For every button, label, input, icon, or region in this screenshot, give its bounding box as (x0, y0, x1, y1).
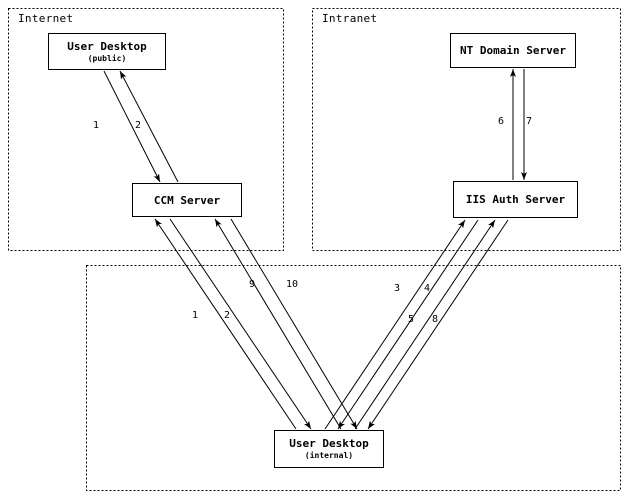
edge-3-line (324, 219, 466, 430)
node-ccm-server-title: CCM Server (153, 193, 221, 207)
edge-2b-line (169, 218, 312, 430)
edge-10-line (230, 218, 358, 430)
zone-internal-border (86, 265, 621, 491)
edge-label-3: 3 (394, 283, 401, 294)
edge-4-line (337, 219, 479, 430)
edge-label-1: 1 (93, 120, 100, 131)
node-iis-auth-server[interactable]: IIS Auth Server (453, 181, 578, 218)
node-iis-auth-server-title: IIS Auth Server (465, 193, 566, 206)
zone-label-intranet: Intranet (322, 12, 378, 25)
node-user-desktop-internal-subtitle: (internal) (304, 451, 354, 460)
edge-label-5: 5 (408, 314, 415, 325)
node-nt-domain-server[interactable]: NT Domain Server (450, 33, 576, 68)
edge-label-1b: 1 (192, 310, 199, 321)
edge-8-line (367, 219, 509, 430)
node-user-desktop-public[interactable]: User Desktop (public) (48, 33, 166, 70)
edge-5-line (354, 219, 496, 430)
edge-label-10: 10 (286, 279, 299, 290)
node-user-desktop-public-subtitle: (public) (87, 53, 127, 63)
edge-2-line (119, 70, 179, 183)
zone-internet-border (8, 8, 284, 251)
zone-label-internet: Internet (18, 12, 74, 25)
edge-label-6: 6 (498, 116, 505, 127)
node-nt-domain-server-title: NT Domain Server (460, 44, 566, 57)
node-user-desktop-internal-title: User Desktop (289, 437, 369, 450)
node-user-desktop-public-title: User Desktop (67, 39, 147, 53)
edge-1b-line (154, 218, 297, 430)
edge-label-9: 9 (249, 279, 256, 290)
edge-label-4: 4 (424, 283, 431, 294)
node-ccm-server[interactable]: CCM Server (132, 183, 242, 217)
edge-label-8: 8 (432, 314, 439, 325)
zone-intranet-border (312, 8, 621, 251)
edge-9-line (214, 218, 342, 430)
edge-label-7: 7 (526, 116, 533, 127)
edge-label-2: 2 (135, 120, 142, 131)
edge-label-2b: 2 (224, 310, 231, 321)
node-user-desktop-internal[interactable]: User Desktop (internal) (274, 430, 384, 468)
edge-1-line (103, 70, 161, 183)
